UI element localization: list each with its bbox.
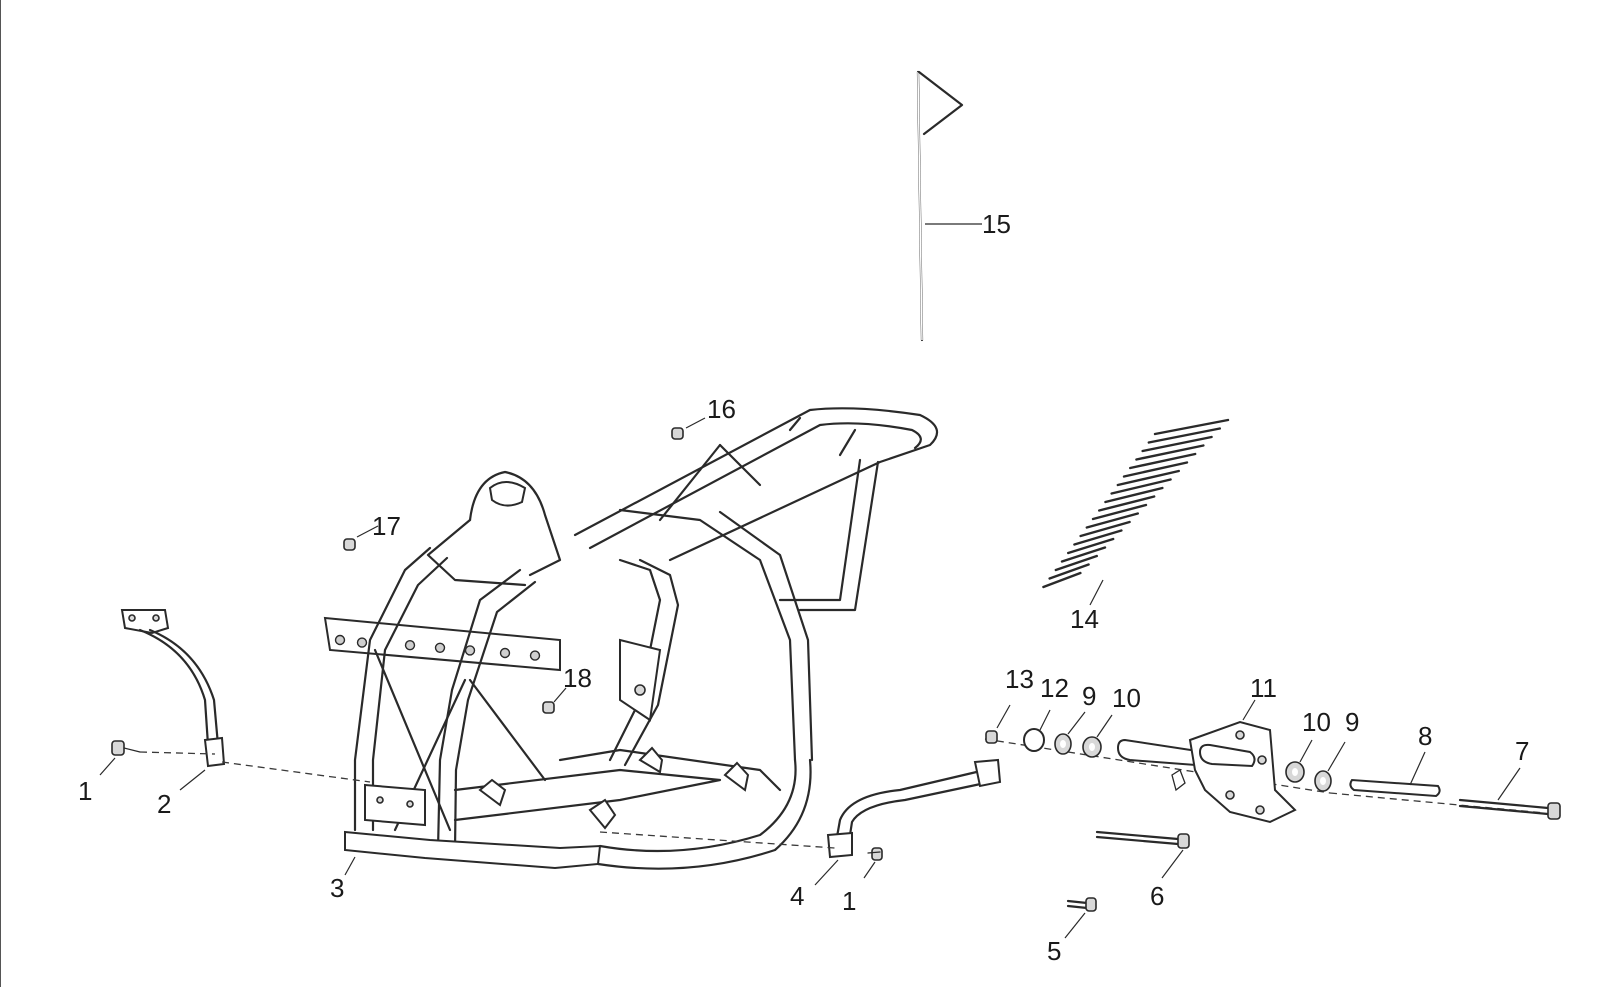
pad-rib: [1153, 418, 1230, 436]
pad-rib: [1048, 563, 1090, 580]
bolt-left-part: [99, 740, 141, 776]
callout-15: 15: [982, 209, 1011, 239]
washer-9-right-part: [1314, 741, 1346, 792]
nut-16-part: [671, 417, 706, 440]
pivot-bolt-7-part: [1458, 767, 1561, 820]
nut-18-part: [542, 687, 567, 714]
pad-rib: [1060, 546, 1107, 563]
crossbar-hole: [499, 647, 511, 659]
spacer-10-right-part: [1285, 739, 1313, 783]
foot-peg-left-part: [120, 609, 226, 791]
callout-3: 3: [330, 873, 344, 903]
pad-rib: [1122, 461, 1189, 478]
crossbar-hole: [434, 642, 446, 653]
callout-13: 13: [1005, 664, 1034, 694]
crossbar-hole: [334, 634, 346, 646]
callout-9-left: 9: [1082, 681, 1096, 711]
crossbar-hole: [529, 650, 541, 661]
pad-rib: [1073, 529, 1123, 546]
main-frame-part: [323, 407, 939, 876]
bolt-right-part: [863, 847, 883, 879]
bushing-12-part: [1023, 709, 1051, 752]
callout-12: 12: [1040, 673, 1069, 703]
pad-rib: [1085, 512, 1140, 529]
pad-rib: [1135, 444, 1205, 461]
pad-rib: [1128, 452, 1197, 470]
callout-labels: 1 2 3 4 1 5 6 7 8 9 10 11 10 9 12 13 14 …: [78, 209, 1529, 966]
spacer-10-left-part: [1082, 714, 1113, 758]
callout-5: 5: [1047, 936, 1061, 966]
pad-rib: [1141, 435, 1213, 453]
callout-18: 18: [563, 663, 592, 693]
pad-rib: [1042, 571, 1082, 589]
callout-10-left: 10: [1112, 683, 1141, 713]
pad-rib: [1116, 469, 1181, 487]
pad-rib: [1054, 554, 1099, 572]
callout-9-right: 9: [1345, 707, 1359, 737]
sleeve-8-part: [1349, 751, 1441, 798]
callout-7: 7: [1515, 736, 1529, 766]
pad-rib: [1079, 520, 1131, 538]
callout-11: 11: [1250, 673, 1277, 703]
callout-1-left: 1: [78, 776, 92, 806]
callout-2: 2: [157, 789, 171, 819]
crossbar-hole: [404, 640, 416, 651]
pad-rib: [1097, 495, 1156, 512]
crossbar-hole: [356, 637, 368, 648]
pad-rib: [1066, 537, 1115, 555]
callout-8: 8: [1418, 721, 1432, 751]
pad-rib: [1110, 478, 1172, 495]
bolt-5-part: [1064, 897, 1097, 939]
safety-flag-part: [916, 70, 982, 342]
swingarm-pivot-11-part: [1116, 699, 1297, 824]
callout-17: 17: [372, 511, 401, 541]
callout-4: 4: [790, 881, 804, 911]
ribbed-pad-part: [1042, 418, 1230, 606]
callout-6: 6: [1150, 881, 1164, 911]
washer-9-left-part: [1054, 711, 1086, 755]
crossbar-hole: [464, 645, 476, 656]
callout-1-right: 1: [842, 886, 856, 916]
callout-14: 14: [1070, 604, 1099, 634]
pad-rib: [1091, 503, 1148, 521]
callout-16: 16: [707, 394, 736, 424]
nut-17-part: [343, 525, 379, 551]
callout-10-right: 10: [1302, 707, 1331, 737]
pad-rib: [1104, 486, 1164, 504]
pad-rib: [1147, 427, 1222, 444]
bushing-13-part: [985, 704, 1011, 744]
foot-peg-right-part: [814, 758, 1002, 886]
bolt-6-part: [1095, 830, 1190, 879]
